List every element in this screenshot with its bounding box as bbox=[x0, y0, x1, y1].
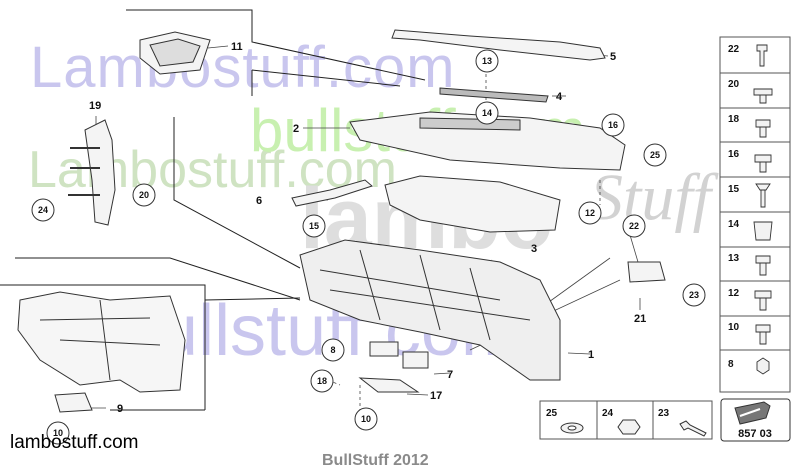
part-number: 4 bbox=[556, 91, 563, 103]
sidebar-item-12: 12 bbox=[728, 288, 740, 299]
part-number: 6 bbox=[256, 195, 262, 207]
footer-label: BullStuff 2012 bbox=[322, 452, 429, 469]
callout-14: 14 bbox=[475, 101, 499, 125]
callout-15: 15 bbox=[302, 214, 326, 238]
sidebar-item-14: 14 bbox=[728, 219, 740, 230]
bottom-part-24: 24 bbox=[602, 408, 614, 419]
part-number: 2 bbox=[293, 123, 299, 135]
svg-text:10: 10 bbox=[53, 428, 63, 438]
part-number: 9 bbox=[117, 403, 123, 415]
hardware-sidebar: 22 20 18 16 15 14 13 12 10 8 bbox=[719, 36, 791, 393]
callout-18: 18 bbox=[310, 369, 334, 393]
sidebar-item-22: 22 bbox=[728, 44, 740, 55]
hardware-icons bbox=[753, 44, 773, 375]
svg-text:20: 20 bbox=[139, 190, 149, 200]
svg-text:23: 23 bbox=[689, 290, 699, 300]
sidebar-item-8: 8 bbox=[728, 359, 734, 370]
part-number: 3 bbox=[531, 243, 537, 255]
sidebar-item-16: 16 bbox=[728, 149, 740, 160]
svg-text:16: 16 bbox=[608, 120, 618, 130]
callout-10-left: 10 bbox=[46, 421, 70, 445]
svg-text:24: 24 bbox=[38, 205, 48, 215]
part-number: 17 bbox=[430, 390, 442, 402]
svg-text:22: 22 bbox=[629, 221, 639, 231]
sidebar-item-15: 15 bbox=[728, 184, 740, 195]
bottom-part-23: 23 bbox=[658, 408, 670, 419]
callout-25: 25 bbox=[643, 143, 667, 167]
sidebar-item-10: 10 bbox=[728, 322, 740, 333]
part-number: 11 bbox=[231, 41, 243, 53]
diagram-code-box: 857 03 bbox=[720, 398, 791, 442]
part-number: 19 bbox=[89, 100, 101, 112]
part-number: 5 bbox=[610, 51, 616, 63]
svg-text:14: 14 bbox=[482, 108, 492, 118]
bottom-part-25: 25 bbox=[546, 408, 558, 419]
part-number-labels: 11 5 4 2 6 3 1 7 17 9 19 21 bbox=[89, 41, 646, 415]
svg-text:15: 15 bbox=[309, 221, 319, 231]
sidebar-item-13: 13 bbox=[728, 253, 740, 264]
callout-22: 22 bbox=[622, 214, 646, 238]
svg-text:25: 25 bbox=[650, 150, 660, 160]
callout-20: 20 bbox=[132, 183, 156, 207]
svg-text:13: 13 bbox=[482, 56, 492, 66]
frame-lines bbox=[0, 9, 426, 411]
bottom-hardware: 25 24 23 bbox=[539, 400, 713, 440]
callout-24: 24 bbox=[31, 198, 55, 222]
callout-16: 16 bbox=[601, 113, 625, 137]
part-number: 1 bbox=[588, 349, 594, 361]
part-number: 7 bbox=[447, 369, 453, 381]
svg-text:8: 8 bbox=[330, 345, 335, 355]
callout-23: 23 bbox=[682, 283, 706, 307]
callout-12: 12 bbox=[578, 201, 602, 225]
callout-8: 8 bbox=[321, 338, 345, 362]
sidebar-item-20: 20 bbox=[728, 79, 740, 90]
svg-text:18: 18 bbox=[317, 376, 327, 386]
callout-10: 10 bbox=[354, 407, 378, 431]
svg-text:10: 10 bbox=[361, 414, 371, 424]
diagram-code: 857 03 bbox=[738, 428, 772, 440]
site-label: lambostuff.com bbox=[10, 432, 139, 453]
callouts: 13 14 16 25 12 20 24 15 22 23 8 18 10 10 bbox=[31, 49, 706, 445]
part-shapes bbox=[17, 29, 666, 413]
svg-text:12: 12 bbox=[585, 208, 595, 218]
callout-13: 13 bbox=[475, 49, 499, 73]
part-number: 21 bbox=[634, 313, 646, 325]
sidebar-item-18: 18 bbox=[728, 114, 740, 125]
